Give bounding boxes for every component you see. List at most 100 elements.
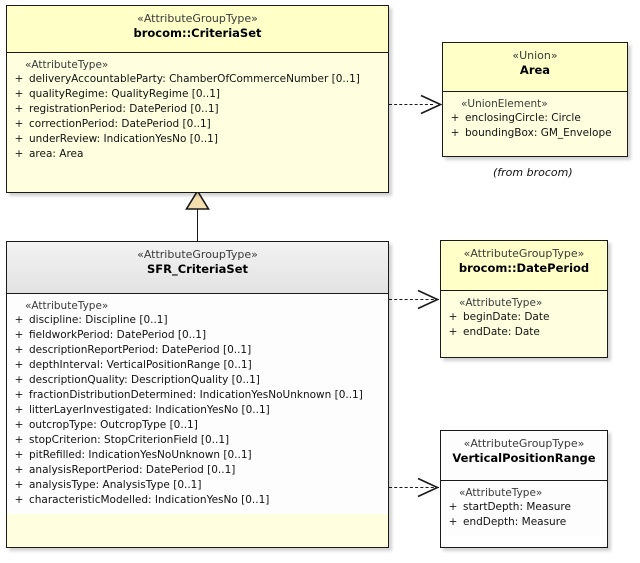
attribute-visibility: + xyxy=(14,148,24,160)
class-header-sfr-criteriaset: «AttributeGroupType» SFR_CriteriaSet xyxy=(7,242,388,294)
attribute-row: + pitRefilled: IndicationYesNoUnknown [0… xyxy=(9,448,386,463)
attribute-visibility: + xyxy=(14,464,24,476)
dependency-line-sfr-to-dateperiod xyxy=(389,299,439,300)
attribute-visibility: + xyxy=(450,112,460,124)
attribute-text: enclosingCircle: Circle xyxy=(465,112,581,124)
attribute-visibility: + xyxy=(14,73,24,85)
attribute-text: descriptionQuality: DescriptionQuality [… xyxy=(29,374,260,386)
attribute-group-stereotype: «AttributeType» xyxy=(25,59,109,71)
attribute-visibility: + xyxy=(14,133,24,145)
attribute-row: + area: Area xyxy=(9,147,386,162)
attribute-text: fractionDistributionDetermined: Indicati… xyxy=(29,389,363,401)
class-name: Area xyxy=(519,63,551,77)
class-box-brocom-criteriaset[interactable]: «AttributeGroupType» brocom::CriteriaSet… xyxy=(6,5,389,193)
generalization-line-sfr-to-criteriaset xyxy=(197,208,198,242)
dependency-line-sfr-to-verticalpositionrange xyxy=(389,487,439,488)
attribute-row: + startDepth: Measure xyxy=(443,500,605,515)
attribute-text: analysisType: AnalysisType [0..1] xyxy=(29,479,202,491)
dependency-arrowhead-area-icon xyxy=(419,94,443,115)
attribute-visibility: + xyxy=(448,311,458,323)
attribute-text: underReview: IndicationYesNo [0..1] xyxy=(29,133,218,145)
attribute-row: + descriptionQuality: DescriptionQuality… xyxy=(9,373,386,388)
attribute-visibility: + xyxy=(14,434,24,446)
class-box-area[interactable]: «Union» Area «UnionElement» + enclosingC… xyxy=(442,42,628,157)
attribute-text: correctionPeriod: DatePeriod [0..1] xyxy=(29,118,211,130)
attribute-row: + beginDate: Date xyxy=(443,310,605,325)
attribute-row: + analysisReportPeriod: DatePeriod [0..1… xyxy=(9,463,386,478)
attribute-visibility: + xyxy=(14,404,24,416)
attribute-visibility: + xyxy=(14,344,24,356)
attribute-visibility: + xyxy=(448,326,458,338)
attribute-row: + qualityRegime: QualityRegime [0..1] xyxy=(9,87,386,102)
attribute-row: + fieldworkPeriod: DatePeriod [0..1] xyxy=(9,328,386,343)
attribute-row: + litterLayerInvestigated: IndicationYes… xyxy=(9,403,386,418)
attribute-visibility: + xyxy=(14,118,24,130)
attribute-row: + registrationPeriod: DatePeriod [0..1] xyxy=(9,102,386,117)
attribute-visibility: + xyxy=(14,419,24,431)
class-header-area: «Union» Area xyxy=(443,43,627,92)
class-body-verticalpositionrange: «AttributeType» + startDepth: Measure + … xyxy=(441,481,607,536)
attribute-text: startDepth: Measure xyxy=(463,501,571,513)
attribute-text: characteristicModelled: IndicationYesNo … xyxy=(29,494,270,506)
attribute-text: discipline: Discipline [0..1] xyxy=(29,314,168,326)
attribute-text: endDate: Date xyxy=(463,326,540,338)
attribute-visibility: + xyxy=(448,501,458,513)
attribute-group-stereotype: «AttributeType» xyxy=(25,300,109,312)
attribute-visibility: + xyxy=(14,88,24,100)
class-box-sfr-criteriaset[interactable]: «AttributeGroupType» SFR_CriteriaSet «At… xyxy=(6,241,389,548)
class-name: SFR_CriteriaSet xyxy=(146,262,249,276)
class-stereotype: «AttributeGroupType» xyxy=(463,437,585,450)
dependency-arrowhead-dateperiod-icon xyxy=(416,289,440,310)
class-body-brocom-dateperiod: «AttributeType» + beginDate: Date + endD… xyxy=(441,291,607,346)
class-body-sfr-criteriaset: «AttributeType» + discipline: Discipline… xyxy=(7,294,388,514)
attribute-row: + analysisType: AnalysisType [0..1] xyxy=(9,478,386,493)
attribute-row: + underReview: IndicationYesNo [0..1] xyxy=(9,132,386,147)
attribute-text: stopCriterion: StopCriterionField [0..1] xyxy=(29,434,230,446)
attribute-visibility: + xyxy=(14,103,24,115)
class-body-brocom-criteriaset: «AttributeType» + deliveryAccountablePar… xyxy=(7,53,388,168)
package-origin-caption: (from brocom) xyxy=(493,166,573,179)
class-name: brocom::CriteriaSet xyxy=(133,26,262,40)
attribute-text: endDepth: Measure xyxy=(463,516,567,528)
attribute-text: deliveryAccountableParty: ChamberOfComme… xyxy=(29,73,360,85)
class-stereotype: «AttributeGroupType» xyxy=(463,247,585,260)
class-box-verticalpositionrange[interactable]: «AttributeGroupType» VerticalPositionRan… xyxy=(440,430,608,548)
class-name: brocom::DatePeriod xyxy=(458,261,590,275)
class-stereotype: «Union» xyxy=(512,49,558,62)
attribute-visibility: + xyxy=(448,516,458,528)
attribute-row: + endDate: Date xyxy=(443,325,605,340)
class-header-verticalpositionrange: «AttributeGroupType» VerticalPositionRan… xyxy=(441,431,607,481)
attribute-text: registrationPeriod: DatePeriod [0..1] xyxy=(29,103,219,115)
attribute-group-stereotype: «AttributeType» xyxy=(459,487,543,499)
attribute-text: area: Area xyxy=(29,148,84,160)
attribute-visibility: + xyxy=(14,494,24,506)
attribute-text: litterLayerInvestigated: IndicationYesNo… xyxy=(29,404,270,416)
class-stereotype: «AttributeGroupType» xyxy=(137,248,258,261)
attribute-visibility: + xyxy=(14,389,24,401)
attribute-row: + deliveryAccountableParty: ChamberOfCom… xyxy=(9,72,386,87)
attribute-visibility: + xyxy=(14,329,24,341)
class-header-brocom-dateperiod: «AttributeGroupType» brocom::DatePeriod xyxy=(441,241,607,291)
attribute-row: + enclosingCircle: Circle xyxy=(445,111,625,126)
class-header-brocom-criteriaset: «AttributeGroupType» brocom::CriteriaSet xyxy=(7,6,388,53)
class-body-area: «UnionElement» + enclosingCircle: Circle… xyxy=(443,92,627,147)
attribute-visibility: + xyxy=(14,314,24,326)
attribute-group-stereotype: «AttributeType» xyxy=(459,297,543,309)
attribute-row: + outcropType: OutcropType [0..1] xyxy=(9,418,386,433)
attribute-row: + discipline: Discipline [0..1] xyxy=(9,313,386,328)
attribute-row: + fractionDistributionDetermined: Indica… xyxy=(9,388,386,403)
attribute-text: descriptionReportPeriod: DatePeriod [0..… xyxy=(29,344,252,356)
class-box-brocom-dateperiod[interactable]: «AttributeGroupType» brocom::DatePeriod … xyxy=(440,240,608,358)
union-element-stereotype: «UnionElement» xyxy=(461,98,548,110)
attribute-row: + stopCriterion: StopCriterionField [0..… xyxy=(9,433,386,448)
attribute-text: outcropType: OutcropType [0..1] xyxy=(29,419,198,431)
attribute-row: + endDepth: Measure xyxy=(443,515,605,530)
attribute-row: + boundingBox: GM_Envelope xyxy=(445,126,625,141)
attribute-text: boundingBox: GM_Envelope xyxy=(465,127,612,139)
attribute-text: fieldworkPeriod: DatePeriod [0..1] xyxy=(29,329,207,341)
attribute-text: qualityRegime: QualityRegime [0..1] xyxy=(29,88,220,100)
class-stereotype: «AttributeGroupType» xyxy=(137,12,258,25)
dependency-line-criteriaset-to-area xyxy=(389,104,433,105)
attribute-row: + correctionPeriod: DatePeriod [0..1] xyxy=(9,117,386,132)
dependency-arrowhead-verticalpositionrange-icon xyxy=(416,477,440,498)
